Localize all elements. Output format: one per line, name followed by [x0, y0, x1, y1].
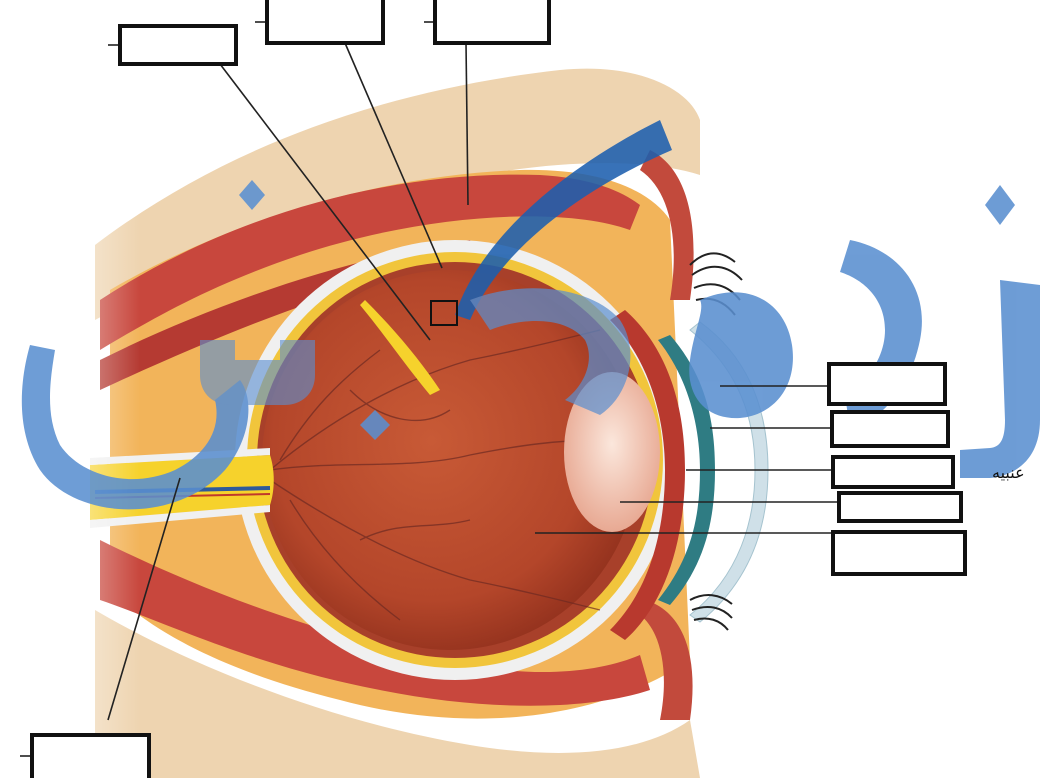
label-box-right-4[interactable] — [837, 491, 963, 523]
label-box-top-center[interactable] — [265, 0, 385, 45]
label-box-right-1[interactable] — [827, 362, 947, 406]
watermark-dot-3 — [985, 185, 1015, 225]
label-box-top-right[interactable] — [433, 0, 551, 45]
iris-side-label: عنبیه — [992, 463, 1025, 482]
watermark-letter-6 — [960, 280, 1040, 478]
label-box-right-2[interactable] — [830, 410, 950, 448]
label-box-top-left[interactable] — [118, 24, 238, 66]
label-box-bottom-left[interactable] — [30, 733, 151, 778]
label-box-right-5[interactable] — [831, 530, 967, 576]
watermark-letter-4 — [689, 292, 793, 418]
left-fade — [0, 0, 140, 778]
label-box-right-3[interactable] — [831, 455, 955, 489]
